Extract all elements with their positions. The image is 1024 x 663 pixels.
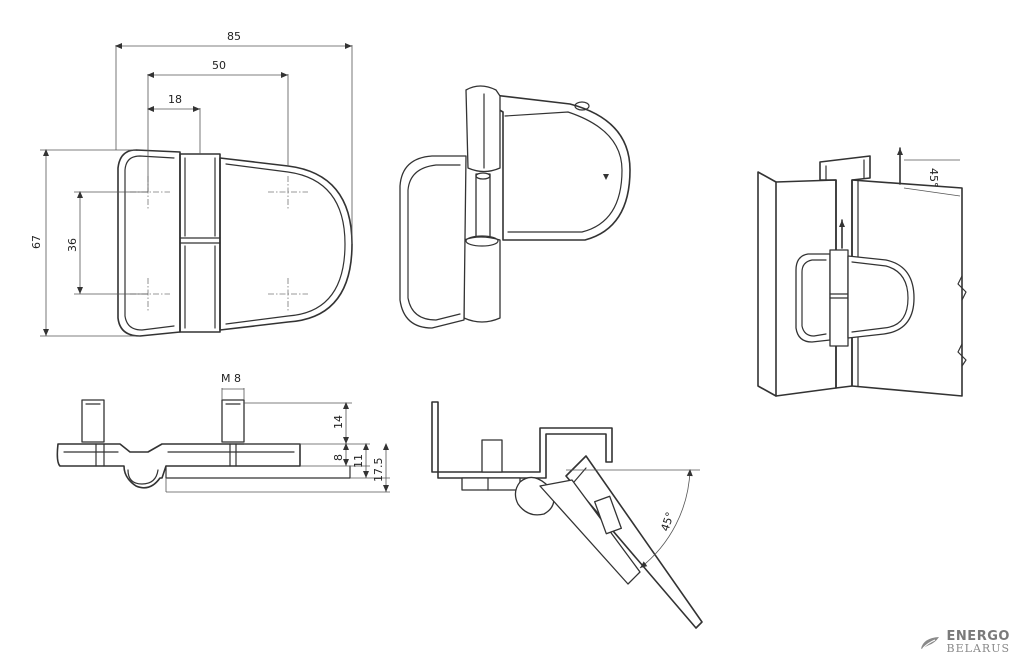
dim-18: 18 — [168, 93, 182, 106]
dim-11: 11 — [352, 454, 365, 468]
brand-logo: ENERGO BELARUS — [919, 629, 1010, 655]
angle-45-side: 45° — [658, 510, 676, 533]
dim-m8: M 8 — [221, 372, 241, 385]
dim-17-5: 17.5 — [372, 458, 385, 483]
dim-8: 8 — [332, 454, 345, 461]
installation-view: 45° — [757, 147, 967, 397]
top-view: 45° — [431, 401, 703, 629]
angle-45-top: 45° — [927, 168, 940, 188]
logo-line1: ENERGO — [946, 629, 1010, 644]
dim-67: 67 — [30, 235, 43, 249]
dim-50: 50 — [212, 59, 226, 72]
side-view: M 8 14 8 11 17.5 — [56, 372, 390, 493]
dim-14: 14 — [332, 415, 345, 429]
logo-line2: BELARUS — [946, 642, 1010, 655]
front-view: 85 50 18 67 36 — [30, 30, 353, 337]
isometric-view — [399, 85, 631, 329]
dim-36: 36 — [66, 238, 79, 252]
dim-85: 85 — [227, 30, 241, 43]
leaf-logo-icon — [920, 637, 939, 649]
